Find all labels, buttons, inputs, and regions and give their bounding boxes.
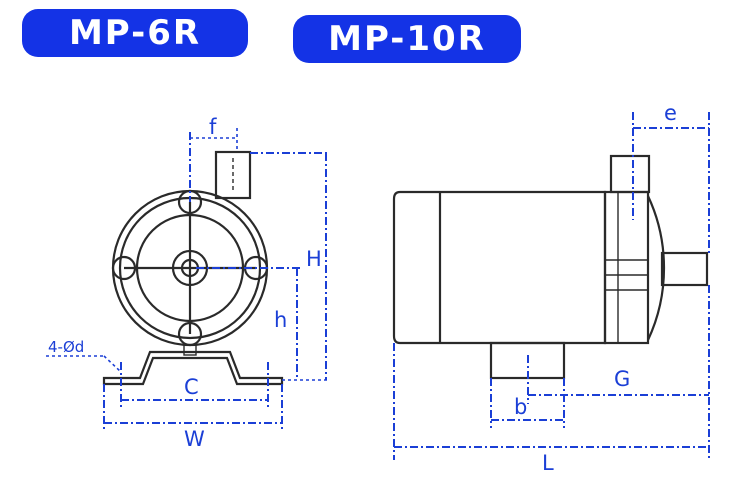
label-h: h bbox=[274, 308, 287, 332]
dim-hole-leader-tip bbox=[103, 355, 122, 373]
side-front-cover bbox=[647, 195, 666, 341]
front-outlet-pipe bbox=[214, 150, 252, 200]
label-e: e bbox=[664, 101, 677, 125]
front-dimensions bbox=[46, 128, 330, 430]
label-C: C bbox=[184, 375, 199, 399]
label-f: f bbox=[209, 115, 217, 139]
side-view bbox=[392, 154, 709, 380]
label-H: H bbox=[306, 247, 322, 271]
model-badge-mp-10r: MP-10R bbox=[293, 15, 521, 63]
side-outlet-nozzle bbox=[609, 154, 651, 194]
front-drain-boss bbox=[183, 344, 197, 356]
label-b: b bbox=[514, 395, 527, 419]
label-hole: 4-Ød bbox=[48, 338, 84, 356]
label-W: W bbox=[184, 427, 205, 451]
side-inlet-nozzle bbox=[660, 251, 709, 287]
label-G: G bbox=[614, 367, 630, 391]
front-bolt-left bbox=[111, 255, 137, 281]
side-dimensions bbox=[393, 112, 710, 460]
label-L: L bbox=[542, 451, 554, 475]
side-pump-head bbox=[603, 190, 650, 345]
side-motor-body bbox=[392, 190, 607, 345]
model-badge-mp-6r: MP-6R bbox=[22, 9, 248, 57]
